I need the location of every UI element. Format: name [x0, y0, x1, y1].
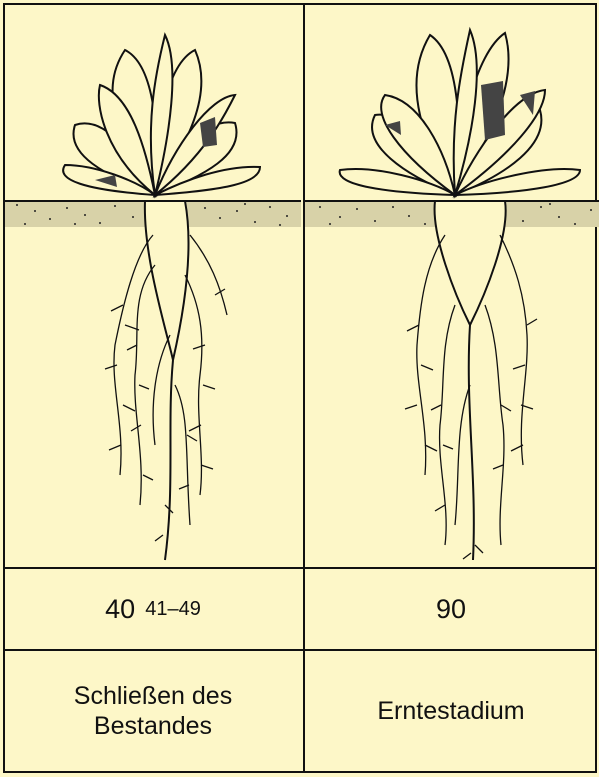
stage-range: 41–49 [145, 598, 201, 621]
stage-label-cell-left: Schließen des Bestandes [5, 651, 301, 771]
stage-label-line1: Erntestadium [377, 696, 524, 726]
stage-label-line2: Bestandes [74, 711, 232, 741]
stage-label: Erntestadium [377, 696, 524, 726]
stage-code: 90 [436, 594, 466, 625]
stage-label: Schließen des Bestandes [74, 681, 232, 741]
stage-label-cell-right: Erntestadium [305, 651, 597, 771]
taproot [435, 201, 506, 325]
beet-drawing-left [5, 5, 301, 567]
main-root [165, 360, 173, 560]
stage-code-cell-left: 40 41–49 [5, 569, 301, 649]
stage-table: 40 41–49 90 Schließen des Bestandes Ernt… [3, 3, 597, 773]
leaf-rosette [340, 30, 580, 195]
beet-illustration-closing-canopy [5, 5, 301, 567]
beet-drawing-right [305, 5, 599, 567]
leaf-rosette [63, 35, 260, 195]
stage-code-cell-right: 90 [305, 569, 597, 649]
taproot [145, 201, 189, 360]
stage-label-line1: Schließen des [74, 681, 232, 711]
main-root [469, 325, 474, 560]
beet-illustration-harvest-stage [305, 5, 599, 567]
stage-code: 40 [105, 594, 135, 625]
